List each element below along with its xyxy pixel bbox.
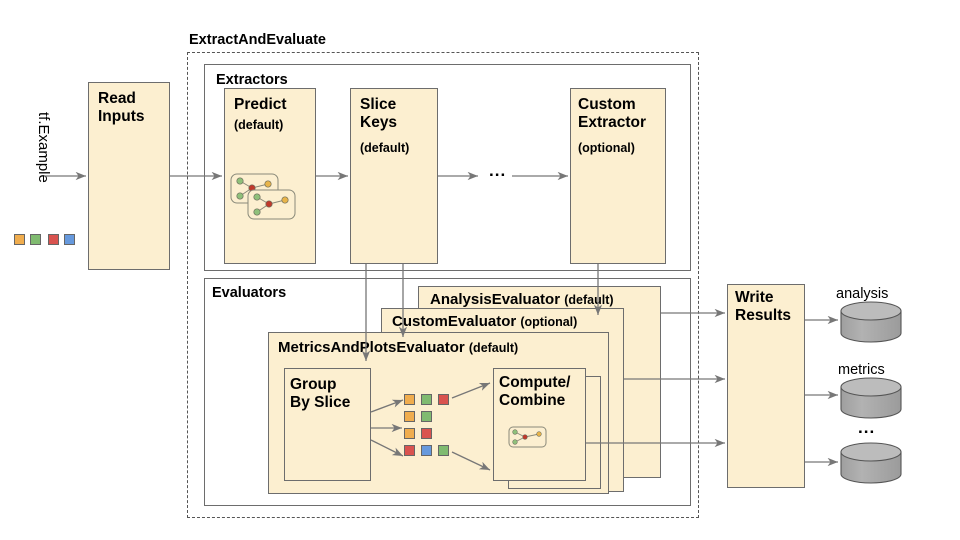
- predict-sublabel: (default): [234, 118, 284, 132]
- store-caption-ellipsis: ...: [858, 418, 876, 437]
- input-swatch-red: [48, 234, 59, 245]
- output-store-metrics: [840, 377, 902, 419]
- tf-example-label: tf.Example: [35, 112, 52, 183]
- slice-swatch: [421, 445, 432, 456]
- extractors-section-label: Extractors: [216, 72, 288, 88]
- output-store-other: [840, 442, 902, 484]
- slice-swatch: [404, 445, 415, 456]
- custom-evaluator-label: CustomEvaluator (optional): [392, 313, 577, 330]
- custom-extractor-node[interactable]: [570, 88, 666, 264]
- predict-node[interactable]: [224, 88, 316, 264]
- input-swatch-green: [30, 234, 41, 245]
- group-by-slice-label: Group By Slice: [290, 376, 351, 411]
- slice-swatch: [421, 394, 432, 405]
- group-by-slice-node[interactable]: [284, 368, 371, 481]
- custom-evaluator-sub: (optional): [520, 315, 578, 329]
- slice-keys-label: Slice Keys: [360, 96, 398, 131]
- store-caption-analysis: analysis: [836, 286, 889, 302]
- metrics-and-plots-evaluator-label: MetricsAndPlotsEvaluator (default): [278, 339, 518, 356]
- slice-swatch: [421, 428, 432, 439]
- analysis-evaluator-label: AnalysisEvaluator (default): [430, 291, 614, 308]
- custom-extractor-sublabel: (optional): [578, 141, 635, 155]
- analysis-evaluator-title: AnalysisEvaluator: [430, 291, 561, 308]
- extract-and-evaluate-title: ExtractAndEvaluate: [189, 32, 326, 48]
- predict-label: Predict: [234, 96, 287, 113]
- metrics-and-plots-evaluator-title: MetricsAndPlotsEvaluator: [278, 339, 465, 356]
- slice-swatch: [438, 445, 449, 456]
- slice-swatch: [438, 394, 449, 405]
- analysis-evaluator-sub: (default): [564, 293, 614, 307]
- output-store-analysis: [840, 301, 902, 343]
- evaluators-section-label: Evaluators: [212, 285, 287, 301]
- read-inputs-label: Read Inputs: [98, 90, 145, 125]
- slice-keys-sublabel: (default): [360, 141, 410, 155]
- extract-and-evaluate-container: [187, 52, 699, 518]
- custom-evaluator-title: CustomEvaluator: [392, 313, 517, 330]
- write-results-label: Write Results: [735, 289, 791, 324]
- input-swatch-blue: [64, 234, 75, 245]
- compute-combine-label: Compute/ Combine: [499, 374, 571, 409]
- custom-extractor-label: Custom Extractor: [578, 96, 647, 131]
- extractor-ellipsis: ...: [489, 161, 507, 180]
- slice-swatch: [404, 428, 415, 439]
- slice-keys-node[interactable]: [350, 88, 438, 264]
- slice-swatch: [404, 411, 415, 422]
- metrics-and-plots-evaluator-sub: (default): [468, 341, 519, 355]
- input-swatch-orange: [14, 234, 25, 245]
- slice-swatch: [421, 411, 432, 422]
- write-results-node[interactable]: [727, 284, 805, 488]
- slice-swatch: [404, 394, 415, 405]
- compute-combine-node[interactable]: [493, 368, 586, 481]
- read-inputs-node[interactable]: [88, 82, 170, 270]
- store-caption-metrics: metrics: [838, 362, 885, 378]
